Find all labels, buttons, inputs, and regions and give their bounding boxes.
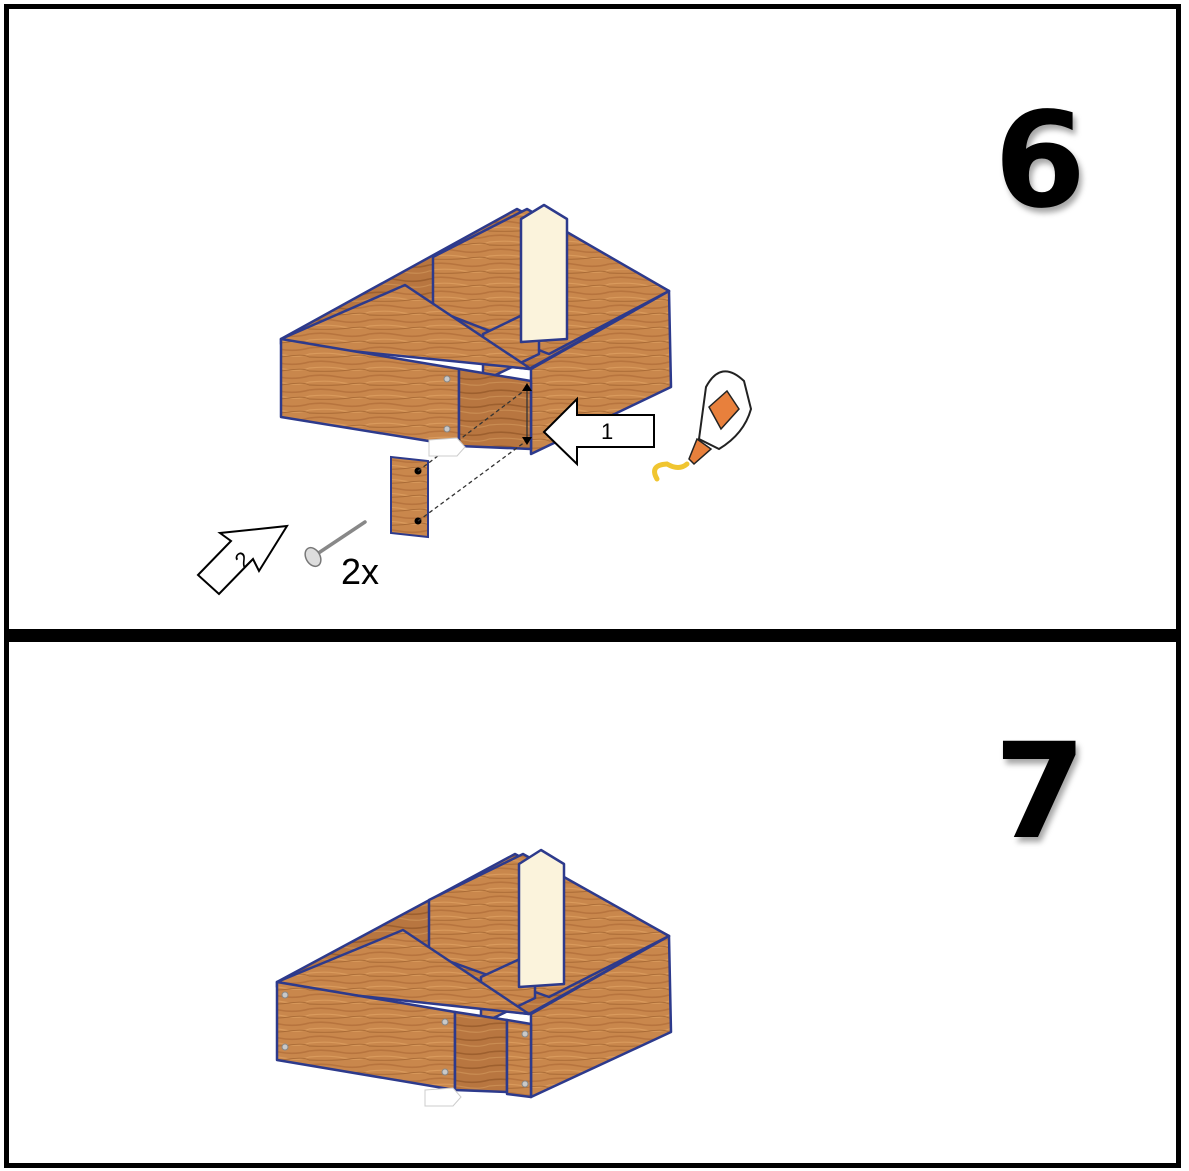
step-6-panel: 6 [4,4,1181,634]
screw-quantity: 2x [341,551,379,593]
step-6-illustration [9,9,1181,634]
step-7-illustration [9,642,1181,1168]
wooden-box-assembled [277,850,671,1097]
step-7-panel: 7 [4,634,1181,1168]
loose-board-piece [391,457,428,537]
arrow-1-label: 1 [601,419,613,445]
